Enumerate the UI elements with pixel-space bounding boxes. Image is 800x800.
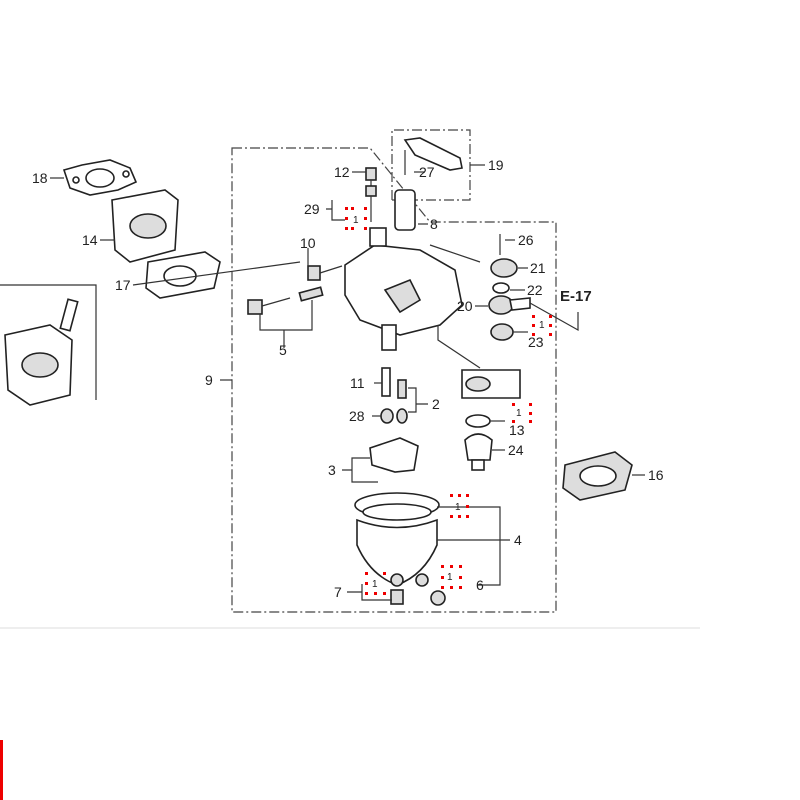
leader-lines bbox=[50, 164, 645, 601]
callout-13[interactable]: 13 bbox=[509, 422, 525, 438]
qty-marker-29: 1 bbox=[345, 207, 367, 230]
part-29-screw[interactable] bbox=[365, 185, 377, 222]
svg-text:1: 1 bbox=[447, 572, 453, 583]
part-22-washer[interactable] bbox=[492, 282, 510, 294]
edge-mark bbox=[0, 740, 3, 800]
part-6-drain-screw[interactable] bbox=[415, 573, 446, 606]
part-10-screw[interactable] bbox=[307, 265, 343, 281]
part-13-o-ring[interactable] bbox=[465, 414, 491, 428]
callout-20[interactable]: 20 bbox=[457, 298, 473, 314]
callout-19[interactable]: 19 bbox=[488, 157, 504, 173]
qty-marker-7: 1 bbox=[365, 572, 386, 595]
part-2-jet[interactable] bbox=[397, 379, 407, 399]
part-7-drain-bolt[interactable] bbox=[390, 573, 404, 605]
svg-text:1: 1 bbox=[372, 579, 378, 590]
part-18-gasket[interactable] bbox=[62, 159, 138, 196]
callout-16[interactable]: 16 bbox=[648, 467, 664, 483]
svg-text:1: 1 bbox=[455, 502, 461, 513]
qty-marker-6: 1 bbox=[441, 565, 462, 589]
callout-17[interactable]: 17 bbox=[115, 277, 131, 293]
callout-12[interactable]: 12 bbox=[334, 164, 350, 180]
callout-23[interactable]: 23 bbox=[528, 334, 544, 350]
part-16-gasket[interactable] bbox=[562, 451, 633, 501]
part-3-float[interactable] bbox=[369, 437, 419, 473]
svg-text:1: 1 bbox=[353, 215, 359, 226]
adjacent-insulator-fragment bbox=[4, 298, 79, 406]
callout-11[interactable]: 11 bbox=[350, 375, 365, 391]
callout-labels: 18 14 17 12 29 10 5 9 11 28 2 3 4 7 6 27… bbox=[32, 157, 664, 600]
callout-14[interactable]: 14 bbox=[82, 232, 98, 248]
part-19-choke-lever[interactable] bbox=[403, 137, 463, 175]
part-4-float-chamber[interactable] bbox=[354, 492, 440, 586]
svg-text:1: 1 bbox=[516, 408, 522, 419]
carburetor-body[interactable] bbox=[344, 189, 463, 351]
callout-28[interactable]: 28 bbox=[349, 408, 365, 424]
adjacent-diagram-fragment-frame bbox=[0, 284, 97, 400]
part-23-seal[interactable] bbox=[490, 323, 514, 341]
callout-5[interactable]: 5 bbox=[279, 342, 287, 358]
callout-27[interactable]: 27 bbox=[419, 164, 435, 180]
callout-7[interactable]: 7 bbox=[334, 584, 342, 600]
part-14-insulator[interactable] bbox=[111, 189, 179, 263]
callout-10[interactable]: 10 bbox=[300, 235, 316, 251]
part-17-gasket[interactable] bbox=[145, 251, 221, 299]
qty-marker-23: 1 bbox=[532, 315, 552, 336]
diaphragm-assembly[interactable] bbox=[461, 369, 521, 399]
callout-29[interactable]: 29 bbox=[304, 201, 320, 217]
callout-2[interactable]: 2 bbox=[432, 396, 440, 412]
lever-frame-19 bbox=[391, 129, 471, 201]
part-11-jet[interactable] bbox=[381, 367, 391, 397]
callout-4[interactable]: 4 bbox=[514, 532, 522, 548]
callout-22[interactable]: 22 bbox=[527, 282, 543, 298]
callout-8[interactable]: 8 bbox=[430, 216, 438, 232]
callout-9[interactable]: 9 bbox=[205, 372, 213, 388]
part-24-cap[interactable] bbox=[464, 433, 493, 471]
reference-e17[interactable]: E-17 bbox=[560, 288, 592, 305]
callout-3[interactable]: 3 bbox=[328, 462, 336, 478]
callout-18[interactable]: 18 bbox=[32, 170, 48, 186]
qty-marker-4: 1 bbox=[450, 494, 469, 518]
svg-text:1: 1 bbox=[539, 320, 545, 331]
callout-24[interactable]: 24 bbox=[508, 442, 524, 458]
qty-marker-13: 1 bbox=[512, 403, 532, 423]
callout-26[interactable]: 26 bbox=[518, 232, 534, 248]
part-28-o-ring[interactable] bbox=[380, 408, 408, 424]
part-20-valve[interactable] bbox=[488, 295, 531, 315]
part-5-screws[interactable] bbox=[247, 286, 324, 315]
callout-21[interactable]: 21 bbox=[530, 260, 546, 276]
callout-6[interactable]: 6 bbox=[476, 577, 484, 593]
part-21-cover[interactable] bbox=[490, 258, 518, 278]
